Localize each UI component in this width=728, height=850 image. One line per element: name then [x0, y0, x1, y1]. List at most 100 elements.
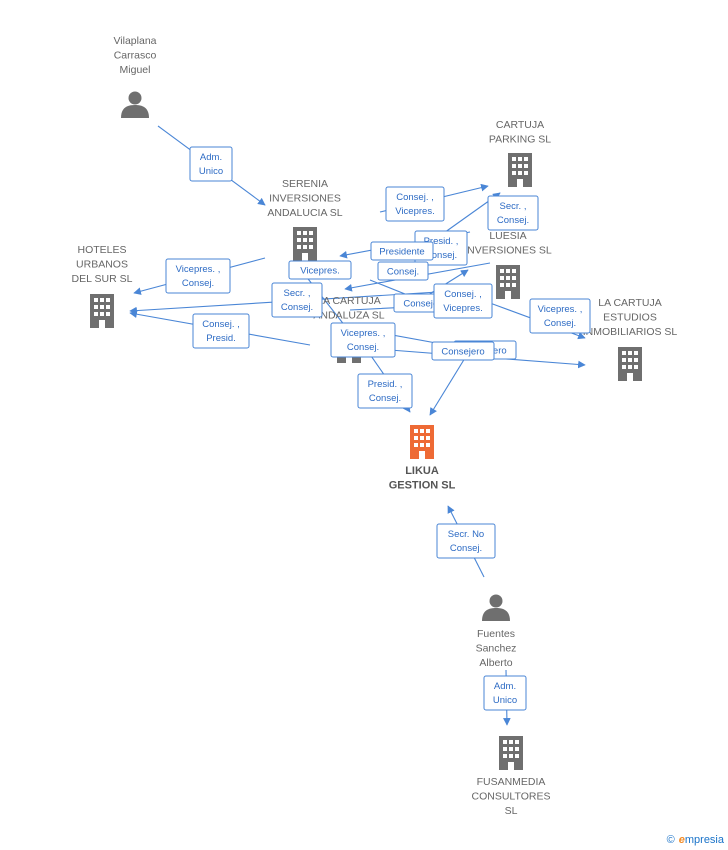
edge-label-text: Secr. No: [448, 529, 484, 540]
edge-label-text: Consejero: [403, 299, 446, 310]
node-label-line: ANDALUZA SL: [313, 310, 384, 322]
node-label-line: Vilaplana: [113, 35, 156, 47]
person-icon: [482, 594, 510, 621]
edge-label-box: [433, 283, 493, 319]
node-likua[interactable]: LIKUA GESTION SL: [389, 425, 456, 492]
edge-label-box: [385, 186, 445, 222]
edge-label-text: Consej. ,: [396, 192, 434, 203]
brand-name: mpresia: [684, 834, 724, 846]
node-label-line: CARTUJA: [496, 119, 544, 131]
edge-label-text: Vicepres.: [395, 206, 434, 217]
edge-label-text: Unico: [493, 695, 517, 706]
node-label-line: Alberto: [479, 657, 512, 669]
node-cartuja-parking[interactable]: CARTUJA PARKING SL: [489, 119, 551, 187]
node-luesia[interactable]: LUESIA INVERSIONES SL: [464, 230, 552, 299]
edge-label-secr-no-consej[interactable]: Secr. No Consej.: [436, 523, 496, 559]
edge-label-text: Consejero: [441, 347, 484, 358]
edge-label-box: [529, 298, 591, 334]
edge-label-text: Consej. ,: [202, 319, 240, 330]
node-label-line: ANDALUCIA SL: [267, 207, 342, 219]
edge-label-text: Consej.: [425, 250, 457, 261]
edge-label-text: Consej.: [347, 342, 379, 353]
edge-label-box: [377, 261, 429, 281]
edge-label-box: [357, 373, 413, 409]
edge-label-text: Secr. ,: [284, 288, 311, 299]
edge-label-box: [487, 195, 539, 231]
building-icon: [293, 227, 317, 261]
edge-label-text: Consej. ,: [444, 289, 482, 300]
edge-label-text: Presid.: [206, 333, 236, 344]
edge-label-adm-unico-1[interactable]: Adm.Unico: [189, 146, 233, 182]
edge-label-box: [330, 322, 396, 358]
edge-label-vicepres-consej-1[interactable]: Vicepres. , Consej.: [165, 258, 231, 294]
relationship-edge: [429, 357, 466, 416]
edge-label-text: Consej.: [497, 215, 529, 226]
node-label-line: GESTION SL: [389, 480, 456, 492]
edge-label-box: [436, 523, 496, 559]
edge-label-box: [189, 146, 233, 182]
building-icon: [90, 294, 114, 328]
node-label-line: INVERSIONES: [269, 193, 341, 205]
edge-label-consej-vicepres-2[interactable]: Consej. , Vicepres.: [433, 283, 493, 319]
node-label-line: PARKING SL: [489, 134, 551, 146]
edge-label-vicepres-consej-2[interactable]: Vicepres. ,Consej.: [529, 298, 591, 334]
node-label-line: DEL SUR SL: [72, 273, 133, 285]
node-label-line: Fuentes: [477, 628, 515, 640]
brand-initial: e: [678, 834, 685, 846]
node-fusanmedia[interactable]: FUSANMEDIA CONSULTORES SL: [472, 736, 551, 817]
edge-label-box: [288, 260, 352, 280]
node-label-line: INVERSIONES SL: [464, 245, 552, 257]
node-label-line: SL: [505, 805, 518, 817]
edge-label-text: Presidente: [379, 247, 424, 258]
edge-label-consejero-3[interactable]: Consejero: [431, 341, 495, 361]
edge-label-presid-consej-2[interactable]: Presid. ,Consej.: [357, 373, 413, 409]
edge-label-presidente-1[interactable]: Presidente: [370, 241, 434, 261]
edge-label-text: Consej.: [182, 278, 214, 289]
node-label-line: LUESIA: [489, 230, 526, 242]
node-label-line: LA CARTUJA: [598, 297, 661, 309]
edge-label-text: Adm.: [494, 681, 516, 692]
edge-label-vicepres-consej-3[interactable]: Vicepres. , Consej.: [330, 322, 396, 358]
edge-label-text: Unico: [199, 166, 223, 177]
node-cartuja-estudios[interactable]: LA CARTUJA ESTUDIOS INMOBILIARIOS SL: [583, 297, 678, 381]
node-cartuja-andaluza[interactable]: LA CARTUJA ANDALUZA SL: [313, 295, 385, 363]
edge-label-consej-presid-1[interactable]: Consej. , Presid.: [192, 313, 250, 349]
person-icon: [121, 91, 149, 118]
node-label-line: ESTUDIOS: [603, 312, 657, 324]
empresia-watermark[interactable]: ©empresia: [667, 834, 724, 846]
edge-label-text: Presid. ,: [368, 379, 403, 390]
edge-label-text: Consej.: [450, 543, 482, 554]
main-building-icon: [410, 425, 434, 459]
edge-label-consej-vicepres-1[interactable]: Consej. , Vicepres.: [385, 186, 445, 222]
edge-label-vicepres-1[interactable]: Vicepres.: [288, 260, 352, 280]
node-label-line: INMOBILIARIOS SL: [583, 326, 678, 338]
edge-label-text: Consej.: [544, 318, 576, 329]
edge-label-adm-unico-2[interactable]: Adm. Unico: [483, 675, 527, 711]
edge-label-box: [370, 241, 434, 261]
edge-label-text: Vicepres. ,: [341, 328, 386, 339]
edge-label-text: Vicepres.: [443, 303, 482, 314]
node-label-line: CONSULTORES: [472, 791, 551, 803]
edge-label-secr-consej-1[interactable]: Secr. ,Consej.: [487, 195, 539, 231]
edge-label-text: Vicepres. ,: [176, 264, 221, 275]
node-label-line: URBANOS: [76, 259, 128, 271]
node-label-line: Carrasco: [114, 50, 157, 62]
node-label-line: LIKUA: [405, 465, 439, 477]
edge-label-secr-consej-2[interactable]: Secr. ,Consej.: [271, 282, 323, 318]
node-label-line: FUSANMEDIA: [477, 776, 546, 788]
node-label-line: LA CARTUJA: [317, 295, 380, 307]
edge-label-text: Vicepres.: [300, 266, 339, 277]
building-icon: [499, 736, 523, 770]
edge-label-box: [192, 313, 250, 349]
edge-label-consej-1[interactable]: Consej.: [377, 261, 429, 281]
edge-label-box: [271, 282, 323, 318]
building-icon: [618, 347, 642, 381]
copyright-symbol: ©: [666, 834, 675, 846]
node-label-line: Sanchez: [476, 643, 517, 655]
